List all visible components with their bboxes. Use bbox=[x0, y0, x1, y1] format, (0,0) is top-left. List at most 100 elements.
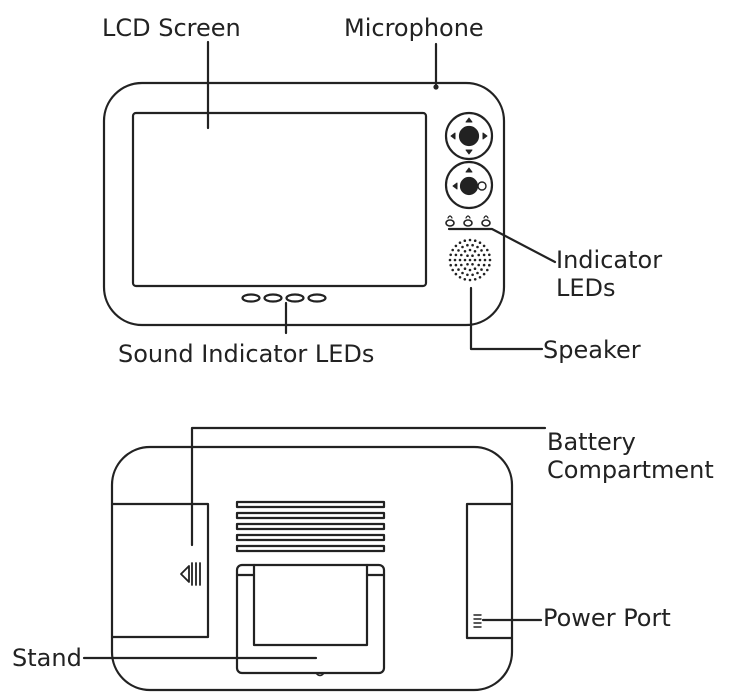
speaker-hole bbox=[457, 249, 460, 252]
speaker-hole bbox=[449, 263, 453, 267]
speaker-hole bbox=[454, 253, 458, 257]
speaker-hole bbox=[461, 271, 464, 275]
label-power-port: Power Port bbox=[543, 604, 671, 632]
speaker-hole bbox=[463, 250, 467, 253]
speaker-hole bbox=[454, 244, 458, 248]
label-battery-line1: Battery bbox=[547, 428, 636, 456]
label-sound-indicator-leds: Sound Indicator LEDs bbox=[118, 340, 375, 368]
speaker-hole bbox=[473, 250, 477, 253]
sound-led bbox=[285, 293, 305, 303]
speaker-hole bbox=[473, 258, 477, 262]
speaker-hole bbox=[482, 263, 486, 267]
speaker-hole bbox=[466, 263, 469, 266]
front-monitor-body bbox=[102, 81, 506, 327]
speaker-hole bbox=[458, 258, 462, 262]
nav-button-bottom bbox=[444, 160, 494, 210]
speaker-hole bbox=[468, 248, 472, 252]
label-microphone: Microphone bbox=[344, 14, 484, 42]
speaker-hole bbox=[468, 268, 472, 272]
speaker-hole bbox=[477, 263, 481, 267]
speaker-hole bbox=[461, 245, 464, 249]
speaker-hole bbox=[460, 263, 463, 267]
speaker-hole bbox=[473, 267, 477, 271]
indicator-led bbox=[445, 219, 455, 227]
speaker-hole bbox=[478, 258, 482, 262]
speaker-hole bbox=[451, 248, 455, 252]
speaker-hole bbox=[454, 263, 458, 267]
speaker-hole bbox=[478, 241, 482, 244]
lcd-screen bbox=[131, 111, 428, 288]
label-indicator-leds-line2: LEDs bbox=[556, 274, 616, 302]
speaker-hole bbox=[457, 268, 460, 271]
indicator-led bbox=[481, 219, 491, 227]
speaker-hole bbox=[451, 268, 455, 272]
sound-led bbox=[241, 293, 261, 303]
back-monitor-body bbox=[110, 445, 514, 692]
power-port bbox=[473, 614, 482, 628]
speaker-hole bbox=[463, 267, 467, 271]
indicator-leds bbox=[445, 215, 491, 227]
speaker-hole bbox=[463, 278, 467, 281]
speaker-hole bbox=[468, 278, 472, 282]
sound-led bbox=[307, 293, 327, 303]
speaker-hole bbox=[463, 258, 467, 262]
speaker-hole bbox=[476, 271, 479, 275]
speaker-hole bbox=[480, 249, 483, 252]
sound-indicator-leds bbox=[241, 293, 327, 303]
speaker-grille bbox=[448, 238, 492, 282]
speaker-hole bbox=[471, 273, 474, 277]
vent-slots bbox=[235, 500, 386, 553]
vent-slot bbox=[235, 522, 386, 531]
speaker-hole bbox=[466, 254, 469, 257]
speaker-hole bbox=[473, 278, 477, 281]
nav-button-top bbox=[444, 111, 494, 161]
speaker-hole bbox=[482, 253, 486, 257]
speaker-hole bbox=[471, 243, 474, 247]
sound-led bbox=[263, 293, 283, 303]
speaker-hole bbox=[466, 243, 469, 247]
battery-latch bbox=[180, 562, 201, 586]
label-stand: Stand bbox=[12, 644, 82, 672]
microphone-hole bbox=[433, 84, 439, 90]
speaker-hole bbox=[468, 258, 472, 262]
speaker-hole bbox=[478, 276, 482, 279]
speaker-hole bbox=[486, 248, 489, 252]
speaker-hole bbox=[473, 239, 477, 242]
battery-compartment bbox=[110, 502, 210, 639]
speaker-hole bbox=[466, 273, 469, 277]
speaker-hole bbox=[449, 253, 453, 257]
speaker-hole bbox=[480, 268, 483, 271]
speaker-hole bbox=[488, 253, 491, 257]
speaker-hole bbox=[458, 241, 462, 244]
vent-slot bbox=[235, 533, 386, 542]
speaker-hole bbox=[476, 245, 479, 249]
speaker-hole bbox=[488, 258, 492, 262]
speaker-hole bbox=[448, 258, 452, 262]
stand bbox=[235, 563, 386, 677]
indicator-led bbox=[463, 219, 473, 227]
speaker-hole bbox=[482, 272, 486, 276]
speaker-hole bbox=[482, 244, 486, 248]
vent-slot bbox=[235, 544, 386, 553]
speaker-hole bbox=[468, 238, 472, 242]
label-lcd-screen: LCD Screen bbox=[102, 14, 241, 42]
label-indicator-leds: Indicator LEDs bbox=[556, 246, 662, 302]
label-battery-compartment: Battery Compartment bbox=[547, 428, 714, 484]
speaker-hole bbox=[471, 254, 474, 257]
speaker-hole bbox=[477, 253, 481, 257]
speaker-hole bbox=[458, 276, 462, 279]
vent-slot bbox=[235, 511, 386, 520]
speaker-hole bbox=[460, 253, 463, 257]
speaker-hole bbox=[454, 272, 458, 276]
leader-indicator-leds bbox=[447, 227, 557, 264]
leader-battery-compartment bbox=[190, 426, 547, 547]
speaker-hole bbox=[453, 258, 457, 262]
speaker-hole bbox=[486, 268, 489, 272]
label-indicator-leds-line1: Indicator bbox=[556, 246, 663, 274]
vent-slot bbox=[235, 500, 386, 509]
label-speaker: Speaker bbox=[543, 336, 641, 364]
power-port-panel bbox=[465, 502, 514, 640]
speaker-hole bbox=[471, 263, 474, 266]
speaker-hole bbox=[463, 239, 467, 242]
